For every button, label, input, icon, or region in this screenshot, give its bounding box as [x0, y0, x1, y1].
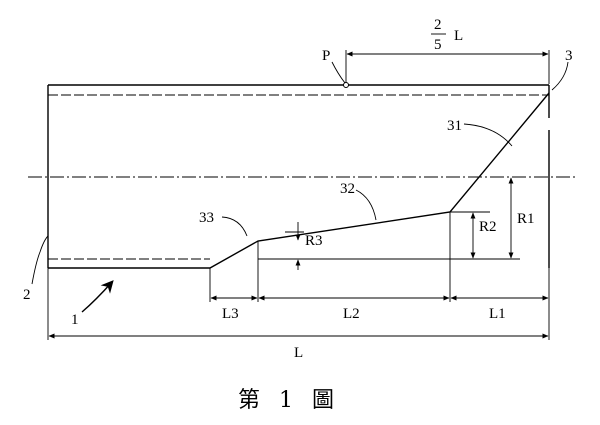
label-ref-32: 32 — [340, 181, 355, 197]
label-ref-1: 1 — [71, 312, 79, 328]
label-l2: L2 — [343, 306, 360, 322]
label-r1: R1 — [517, 211, 535, 227]
label-r2: R2 — [479, 219, 497, 235]
label-ref-31: 31 — [447, 118, 462, 134]
fraction-denominator: 5 — [434, 37, 442, 53]
label-l3: L3 — [222, 306, 239, 322]
label-point-p: P — [322, 48, 330, 64]
label-l1: L1 — [489, 306, 506, 322]
label-ref-2: 2 — [23, 287, 31, 303]
ref-1-arrow — [81, 280, 114, 313]
fraction-numerator: 2 — [434, 17, 442, 33]
label-ref-3: 3 — [565, 48, 573, 64]
label-l-total: L — [294, 345, 303, 361]
label-r3: R3 — [305, 233, 323, 249]
inner-profile — [48, 92, 550, 269]
leader-lines — [31, 61, 569, 285]
point-p-marker — [343, 82, 349, 88]
figure-caption: 第 1 圖 — [238, 388, 340, 413]
label-ref-33: 33 — [199, 210, 214, 226]
r3-dimension — [285, 222, 304, 270]
extension-lines — [47, 50, 550, 340]
fraction-unit: L — [454, 28, 463, 44]
body-outline — [47, 84, 550, 268]
